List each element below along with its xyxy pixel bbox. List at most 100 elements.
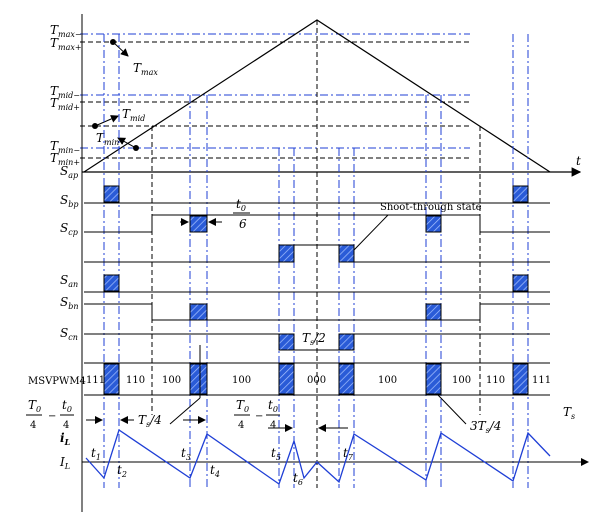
t0-over-6-sub: 0 <box>241 204 246 213</box>
t0-4-num-sub: 0 <box>36 405 41 414</box>
tmid-callout: T <box>122 107 131 121</box>
svg-text:San: San <box>60 273 78 289</box>
tick-t4-sub: 4 <box>214 470 220 479</box>
t0-4-den: 4 <box>30 420 36 431</box>
level-labels: Tmax− Tmax+ Tmid− Tmid+ Tmin− Tmin+ t <box>50 23 581 168</box>
sbp-sub: bp <box>68 200 78 209</box>
svg-text:Tmid+: Tmid+ <box>50 96 80 112</box>
t0-over-6-den: 6 <box>239 217 247 231</box>
scp-label: S <box>60 221 68 235</box>
tmin-callout-sub: min <box>104 138 119 147</box>
t0-4-den-mid: 4 <box>238 420 244 431</box>
signal-scp: Scp t0 6 <box>60 197 550 237</box>
t0-4-num-mid-sub: 0 <box>244 405 249 414</box>
svg-text:Sbp: Sbp <box>60 193 78 209</box>
scp-waveform <box>84 214 550 233</box>
state-label: 100 <box>232 375 251 386</box>
sap-label: S <box>60 164 68 178</box>
tmin-plus-sub: min+ <box>58 158 80 167</box>
signal-sap: Sap <box>60 164 78 180</box>
il-small: i <box>60 431 65 445</box>
svg-text:Tmin+: Tmin+ <box>50 151 80 167</box>
black-guides <box>151 20 481 488</box>
il-small-sub: L <box>64 437 71 447</box>
ts-half: T <box>302 331 311 345</box>
san-pulse <box>103 274 120 292</box>
scn-pulse <box>278 333 295 351</box>
ts-label: T <box>563 405 572 419</box>
sbn-pulse <box>189 303 208 321</box>
tmid-callout-sub: mid <box>130 114 145 123</box>
msvpwm4-label: MSVPWM4 <box>28 376 86 387</box>
tmid-minus-label: T <box>50 84 59 98</box>
ts-quarter: T <box>138 413 147 427</box>
tmin-minus-label: T <box>50 139 59 153</box>
tmin-callout: T <box>96 131 105 145</box>
t0-4r-num-mid-sub: 0 <box>273 405 278 414</box>
tmid-plus-sub: mid+ <box>58 103 80 112</box>
shoot-through-label: Shoot-through state <box>380 202 482 213</box>
sbn-waveform <box>84 303 550 321</box>
svg-text:t1: t1 <box>91 446 101 462</box>
sbn-sub: bn <box>68 302 78 311</box>
state-pulse <box>278 363 295 395</box>
san-pulse <box>512 274 529 292</box>
state-label: 110 <box>486 375 505 386</box>
svg-text:Scn: Scn <box>60 326 78 342</box>
svg-text:t5: t5 <box>271 446 281 462</box>
sbp-pulse <box>103 185 120 203</box>
signal-sbn: Sbn <box>60 295 550 321</box>
state-pulse <box>338 363 355 395</box>
t0-4r-num-mid: t <box>268 398 273 412</box>
svg-text:Sap: Sap <box>60 164 78 180</box>
tick-t7-sub: 7 <box>348 453 354 462</box>
sbn-label: S <box>60 295 68 309</box>
tmax-callout: T <box>133 61 142 75</box>
signal-scn: Scn Ts/2 <box>60 326 550 351</box>
state-label: 110 <box>126 375 145 386</box>
tick-t3: t <box>181 446 186 460</box>
shoot-through-pulse <box>278 244 295 263</box>
sap-sub: ap <box>68 171 78 180</box>
t0-4r-den: 4 <box>63 420 69 431</box>
current-waveform: iL IL <box>59 428 589 486</box>
ts-3q-sub: s <box>486 426 490 435</box>
t-axis-label: t <box>576 154 581 168</box>
inductor-current-trace <box>85 428 551 486</box>
tmax-callout-sub: max <box>141 68 158 77</box>
t0-4r-num: t <box>62 398 67 412</box>
svg-text:t4: t4 <box>210 463 220 479</box>
tmax-plus-sub: max+ <box>58 43 82 52</box>
state-pulse <box>103 363 120 395</box>
tick-t7: t <box>343 446 348 460</box>
timing-annotations: T0 4 − t0 4 T0 4 − t0 4 Ts/4 3Ts/4 Ts <box>26 345 575 435</box>
state-pulse <box>425 363 442 395</box>
svg-text:Tmax−: Tmax− <box>50 23 82 39</box>
tick-t4: t <box>210 463 215 477</box>
svg-text:Tmax+: Tmax+ <box>50 36 82 52</box>
state-label: 111 <box>532 375 551 386</box>
svg-text:t2: t2 <box>117 463 127 479</box>
scn-sub: cn <box>68 333 78 342</box>
t0-4-num-mid: T <box>236 398 245 412</box>
ts-quarter-sub: s <box>146 420 150 429</box>
callouts: Tmax Tmid Tmin <box>92 39 158 151</box>
ts-half-rest: /2 <box>313 331 326 345</box>
svg-text:Tmin−: Tmin− <box>50 139 80 155</box>
scp-pulse <box>189 215 208 233</box>
current-tick-labels: t1 t2 t3 t4 t5 t6 t7 <box>91 446 354 487</box>
tick-t1: t <box>91 446 96 460</box>
tick-t2: t <box>117 463 122 477</box>
signal-san: San <box>60 273 550 293</box>
svg-text:Tmid: Tmid <box>122 107 145 123</box>
signal-sbp: Sbp <box>60 185 550 209</box>
svg-text:T0: T0 <box>236 398 249 414</box>
minus-sign: − <box>48 411 56 422</box>
state-label: 000 <box>307 375 326 386</box>
svg-text:t7: t7 <box>343 446 354 462</box>
scn-label: S <box>60 326 68 340</box>
svg-text:t0: t0 <box>236 197 246 213</box>
shoot-through-row: Shoot-through state <box>84 202 550 263</box>
svg-text:Ts/4: Ts/4 <box>138 413 162 429</box>
